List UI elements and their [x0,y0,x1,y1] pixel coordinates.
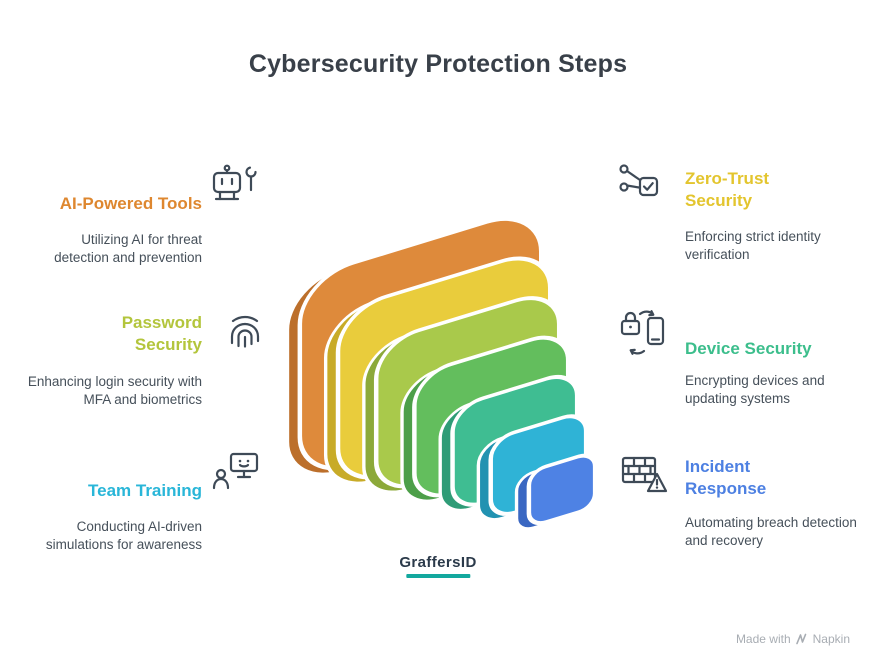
item-description: Encrypting devices and updating systems [685,373,825,406]
item-description: Enhancing login security with MFA and bi… [27,374,202,407]
graffersid-logo-text: GraffersID [399,554,477,571]
made-with-label: Made with [735,632,791,646]
robot-wrench-icon [212,164,257,201]
network-check-icon [619,164,659,197]
fingerprint-icon [230,315,260,348]
item-description: Automating breach detection and recovery [685,515,857,548]
protection-stack-graphic [285,216,598,531]
made-with-napkin: Made with Napkin [736,632,850,646]
item-description: Utilizing AI for threat detection and pr… [54,232,202,265]
page-title: Cybersecurity Protection Steps [248,50,628,78]
item-heading: AI-Powered Tools [59,194,202,213]
item-description: Conducting AI-driven simulations for awa… [45,519,202,552]
training-presentation-icon [212,452,259,490]
item-heading: Password Security [121,313,202,355]
item-heading: Incident Response [685,457,767,499]
item-heading: Team Training [88,481,202,500]
item-description: Enforcing strict identity verification [685,229,821,262]
item-heading: Device Security [685,339,812,358]
firewall-warning-icon [621,456,668,493]
lock-phone-icon [620,310,665,355]
graffersid-logo-bar [405,574,470,578]
napkin-label: Napkin [812,632,850,646]
graffersid-logo: GraffersID [399,554,476,578]
napkin-logo-icon [795,633,806,645]
item-heading: Zero-Trust Security [685,169,770,211]
